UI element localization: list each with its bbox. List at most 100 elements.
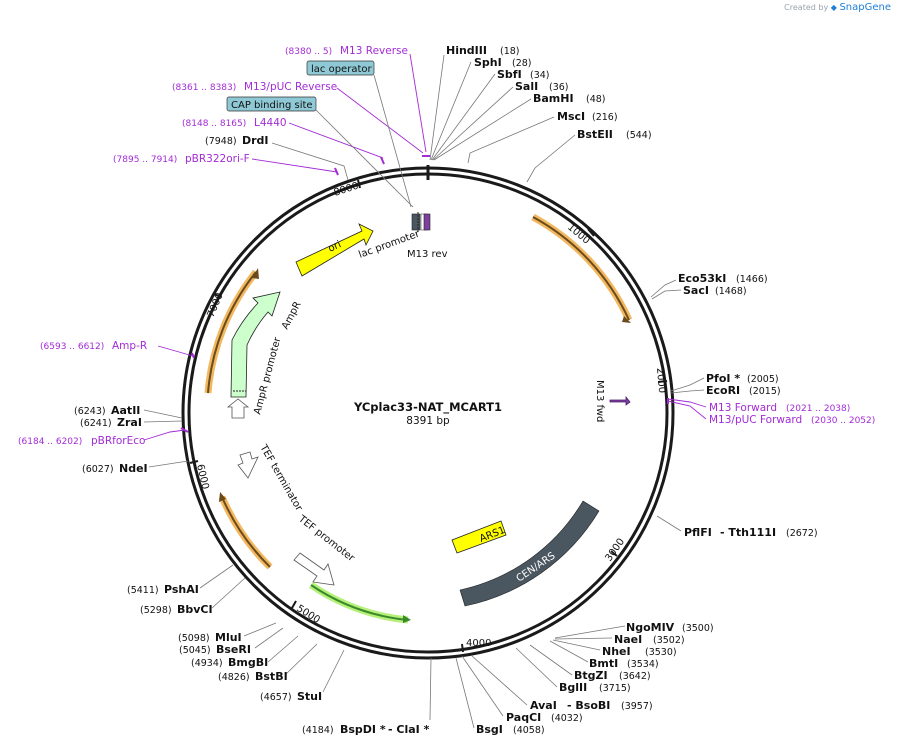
enzyme-drdi-name: DrdI — [242, 134, 269, 147]
enzyme-sbfi-pos: (34) — [530, 70, 550, 81]
enzyme-mlui-name: MluI — [215, 631, 242, 644]
enzyme-nhei-pos: (3530) — [645, 647, 677, 658]
leader-aatii — [143, 409, 183, 419]
enzyme-bsobi-name: - BsoBI — [567, 699, 610, 712]
primer-amp-r-range: (6593 .. 6612) — [40, 342, 104, 352]
leader-saci — [651, 289, 682, 300]
leader-avai — [471, 655, 528, 706]
enzyme-bmti-name: BmtI — [589, 657, 618, 670]
leader-lines — [143, 54, 705, 729]
enzyme-msci-pos: (216) — [592, 112, 618, 123]
leader-sbfi — [431, 73, 496, 161]
leader-msci — [467, 116, 555, 164]
enzyme-bstbi-name: BstBI — [255, 670, 288, 683]
plasmid-length: 8391 bp — [406, 415, 450, 427]
orf-arcs — [204, 213, 633, 624]
enzyme-hindiii-pos: (18) — [500, 46, 520, 57]
enzyme-bsteii-pos: (544) — [626, 130, 652, 141]
leader-m13-puc-reverse — [336, 87, 424, 154]
enzyme-naei-name: NaeI — [614, 633, 642, 646]
leader-pfoi — [670, 377, 705, 392]
enzyme-pfoi-name: PfoI * — [706, 372, 740, 385]
orf-arc-3-core — [221, 496, 271, 568]
leader-lac-operator — [373, 74, 412, 208]
orf-arc-3-head — [219, 492, 226, 502]
enzyme-sali-pos: (36) — [549, 82, 569, 93]
leader-sphi — [430, 61, 472, 161]
primer-pbrforeco-range: (6184 .. 6202) — [18, 437, 82, 447]
nat-arc-core — [310, 584, 409, 621]
enzyme-zrai-pos: (6241) — [80, 418, 112, 429]
tick-1000 — [587, 228, 595, 237]
tick-4000 — [461, 643, 464, 653]
enzyme-stui-name: StuI — [297, 690, 322, 703]
enzyme-bmti-pos: (3534) — [627, 659, 659, 670]
primer-labels: (8380 .. 5) M13 Reverse (8361 .. 8383) M… — [18, 45, 875, 447]
leader-bamhi — [433, 98, 532, 161]
leader-nhei — [552, 639, 601, 651]
enzyme-bmgbi-pos: (4934) — [191, 658, 223, 669]
feature-m13-fwd — [609, 395, 631, 406]
enzyme-sbfi-name: SbfI — [497, 68, 522, 81]
enzyme-bglii-pos: (3715) — [599, 683, 631, 694]
enzyme-ngomiv-name: NgoMIV — [626, 621, 675, 634]
leader-paqci — [461, 655, 504, 717]
enzyme-bbvci-pos: (5298) — [140, 605, 172, 616]
primer-leaders — [143, 53, 707, 441]
tick-label-2000: 2000 — [654, 367, 667, 393]
leader-m13-puc-forward — [667, 400, 707, 420]
leader-stui — [322, 649, 345, 693]
enzyme-bbvci-name: BbvCI — [177, 603, 213, 616]
label-ampr-promoter: AmpR promoter — [252, 335, 283, 415]
tick-label-7000: 7000 — [206, 291, 226, 319]
orf-arc-1-head — [622, 316, 631, 323]
inner-features — [226, 212, 631, 607]
leader-l4440 — [288, 122, 384, 159]
orf-arc-1-core — [532, 216, 630, 321]
box-cap-binding-site — [226, 96, 317, 112]
leader-pbr322ori-f — [251, 158, 338, 173]
primer-m13-forward-range: (2021 .. 2038) — [786, 404, 850, 414]
leader-bspdi — [429, 657, 432, 721]
primer-mark-pbrforeco — [180, 427, 189, 433]
feature-ori — [295, 223, 374, 277]
primer-pbr322ori-f-name: pBR322ori-F — [185, 153, 250, 165]
enzyme-saci-pos: (1468) — [715, 286, 747, 297]
enzyme-btgzi-pos: (3642) — [619, 671, 651, 682]
leader-pflfi — [656, 515, 682, 532]
enzyme-bamhi-name: BamHI — [533, 92, 574, 105]
feature-tef-terminator — [237, 451, 259, 479]
nat-arc-head — [403, 615, 411, 623]
enzyme-bsgi-pos: (4058) — [513, 725, 545, 736]
primer-mark-pbr322ori-f — [334, 167, 339, 176]
primer-pbrforeco-name: pBRforEco — [91, 435, 145, 447]
leader-ngomiv — [554, 625, 626, 639]
leader-bbvci — [211, 577, 246, 609]
primer-m13-puc-reverse-range: (8361 .. 8383) — [172, 83, 236, 93]
enzyme-bsgi-name: BsgI — [476, 723, 503, 736]
enzyme-pflfi-pos: (2672) — [786, 528, 818, 539]
tick-label-8000: 8000 — [333, 181, 361, 199]
enzyme-avai-name: AvaI — [530, 699, 557, 712]
enzyme-bseri-name: BseRI — [216, 643, 251, 656]
tick-8000 — [357, 179, 361, 189]
plasmid-name: YCplac33-NAT_MCART1 — [353, 400, 502, 415]
leader-mlui — [243, 622, 277, 637]
backbone — [181, 165, 675, 660]
leader-pbrforeco — [143, 429, 186, 441]
primer-amp-r-name: Amp-R — [112, 340, 147, 352]
enzyme-tth111i-name: - Tth111I — [720, 526, 776, 539]
enzyme-pfoi-pos: (2005) — [747, 374, 779, 385]
enzyme-hindiii-name: HindIII — [446, 44, 487, 57]
primer-m13-reverse-range: (8380 .. 5) — [285, 47, 332, 57]
leader-pshai — [199, 564, 234, 589]
leader-ndei — [148, 460, 189, 468]
enzyme-bspdi-name: BspDI * — [340, 723, 386, 736]
orf-arc-2-head — [252, 268, 259, 279]
leader-zrai — [143, 420, 183, 423]
feature-ars1 — [451, 520, 507, 554]
leader-m13-reverse — [409, 53, 427, 153]
enzyme-sphi-pos: (28) — [512, 58, 532, 69]
enzyme-nhei-name: NheI — [602, 645, 631, 658]
